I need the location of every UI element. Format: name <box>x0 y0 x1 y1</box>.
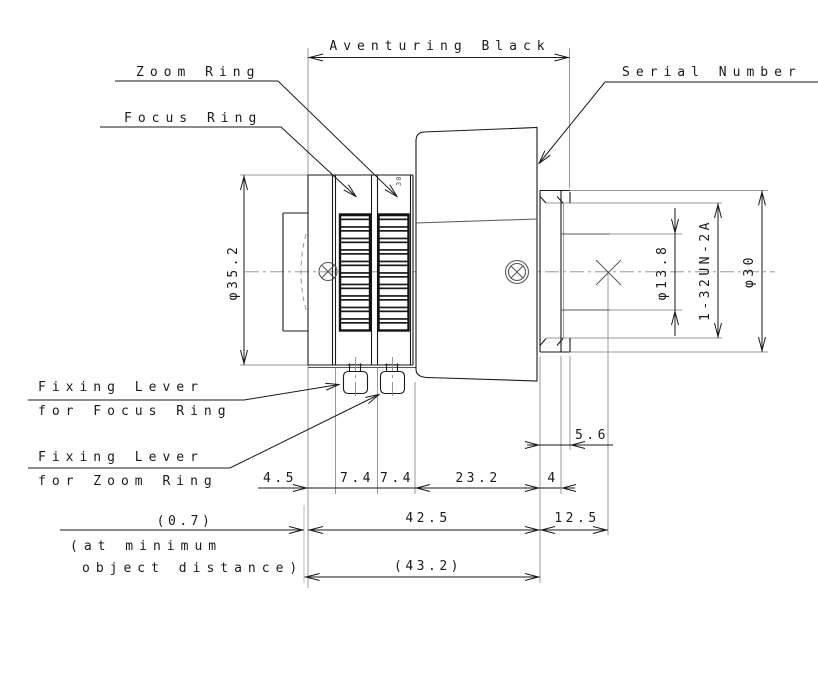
mod-note-line1: (at minimum <box>70 539 222 554</box>
mount-diameter-label: φ30 <box>742 254 757 288</box>
front-set-screw <box>318 261 338 282</box>
front-barrel <box>307 175 338 365</box>
main-body <box>415 126 538 382</box>
front-rim <box>282 212 308 332</box>
serial-number-label: Serial Number <box>622 65 802 80</box>
focus-ring-fixing-lever <box>342 357 369 400</box>
focus-ring-label: Focus Ring <box>124 111 262 126</box>
mod-note-line2: object distance) <box>82 561 303 576</box>
rear-mount <box>539 189 622 353</box>
dim-mount-diameter: φ30 <box>742 190 762 352</box>
callout-serial-number: Serial Number <box>539 65 818 164</box>
focus-ring <box>308 174 416 368</box>
front-section-label: 4.5 <box>263 471 297 486</box>
dim-aventuring-black: Aventuring Black <box>308 39 570 58</box>
flange-thickness-label: 4 <box>547 471 558 486</box>
front-lens-element-arc <box>300 233 307 311</box>
rear-length-label: 12.5 <box>554 511 599 526</box>
callout-fixing-lever-focus: Fixing Lever for Focus Ring <box>28 380 339 419</box>
rear-step-label: 5.6 <box>575 428 609 443</box>
body-set-screw <box>504 259 530 285</box>
focus-ring-knurl <box>338 213 372 332</box>
zoom-ring-knurl <box>377 213 410 332</box>
zoom-ring: 30 <box>376 175 414 365</box>
callout-fixing-lever-zoom: Fixing Lever for Zoom Ring <box>28 395 379 489</box>
zoom-ring-label: Zoom Ring <box>136 65 260 80</box>
fixing-lever-focus-label-line2: for Focus Ring <box>38 404 232 419</box>
body-length-label: 23.2 <box>455 471 500 486</box>
callout-zoom-ring: Zoom Ring <box>115 65 397 197</box>
front-extension-label: (0.7) <box>157 514 214 529</box>
dim-rear-inner-diameter: φ13.8 <box>655 208 675 336</box>
focus-ring-width-label: 7.4 <box>340 471 374 486</box>
fixing-levers <box>342 357 406 400</box>
dim-overall-row: (0.7) 42.5 12.5 <box>60 511 608 530</box>
extension-lines <box>240 48 768 588</box>
main-length-label: 42.5 <box>405 511 450 526</box>
callouts: Zoom Ring Focus Ring Serial Number Fixin… <box>28 65 818 489</box>
dim-rear-step: 5.6 <box>527 428 613 445</box>
dim-front-diameter: φ35.2 <box>226 175 244 365</box>
zoom-ring-width-label: 7.4 <box>380 471 414 486</box>
overall-length-label: (43.2) <box>394 559 462 574</box>
dim-total-length: (43.2) <box>304 559 540 577</box>
dim-mount-thread: 1-32UN-2A <box>698 203 718 338</box>
dim-mod-note: (at minimum object distance) <box>70 539 303 576</box>
callout-focus-ring: Focus Ring <box>100 111 356 197</box>
dim-chain-row: 4.5 7.4 7.4 23.2 4 <box>258 471 575 488</box>
fixing-lever-zoom-label-line1: Fixing Lever <box>38 450 204 465</box>
mount-thread-label: 1-32UN-2A <box>698 219 713 321</box>
fixing-lever-zoom-label-line2: for Zoom Ring <box>38 474 218 489</box>
zoom-ring-fixing-lever <box>379 357 406 400</box>
rear-inner-diameter-label: φ13.8 <box>655 244 670 301</box>
ring-scale-mark: 30 <box>395 176 403 186</box>
front-diameter-label: φ35.2 <box>226 244 241 301</box>
image-plane-x-mark <box>595 259 622 286</box>
aventuring-black-label: Aventuring Black <box>329 39 550 54</box>
fixing-lever-focus-label-line1: Fixing Lever <box>38 380 204 395</box>
